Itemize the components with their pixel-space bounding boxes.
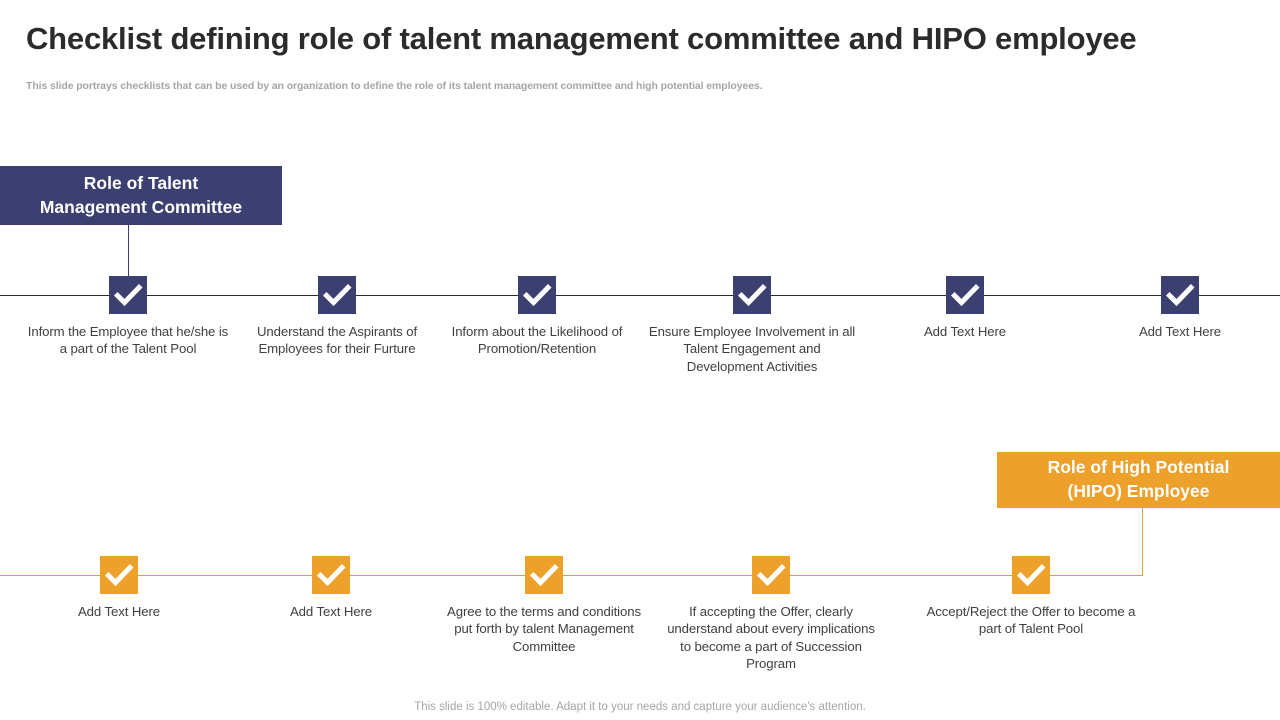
checklist-node-label: Add Text Here <box>923 324 1007 339</box>
check-square-icon[interactable] <box>1012 556 1050 594</box>
committee-banner-connector <box>128 225 129 281</box>
checklist-node[interactable]: Ensure Employee Involvement in all Talen… <box>647 276 857 375</box>
checklist-node-label: Add Text Here <box>289 604 373 619</box>
check-square-icon[interactable] <box>312 556 350 594</box>
section-banner-hipo: Role of High Potential (HIPO) Employee <box>997 452 1280 508</box>
footer-note: This slide is 100% editable. Adapt it to… <box>414 701 866 713</box>
check-square-icon[interactable] <box>733 276 771 314</box>
checklist-node[interactable]: Inform about the Likelihood of Promotion… <box>432 276 642 358</box>
section-banner-committee: Role of Talent Management Committee <box>0 166 282 225</box>
banner-hipo-line1: Role of High Potential <box>1047 457 1230 478</box>
checklist-node[interactable]: Accept/Reject the Offer to become a part… <box>926 556 1136 638</box>
checklist-node-label: Inform the Employee that he/she is a par… <box>27 324 229 357</box>
checklist-node[interactable]: Understand the Aspirants of Employees fo… <box>232 276 442 358</box>
checklist-node[interactable]: Add Text Here <box>1075 276 1280 340</box>
checklist-node-label: Inform about the Likelihood of Promotion… <box>451 324 623 357</box>
checklist-node-label: Ensure Employee Involvement in all Talen… <box>648 324 856 374</box>
checklist-node-label: Accept/Reject the Offer to become a part… <box>926 604 1136 637</box>
checklist-node-label: Add Text Here <box>1138 324 1222 339</box>
checklist-node[interactable]: Add Text Here <box>14 556 224 620</box>
check-square-icon[interactable] <box>518 276 556 314</box>
check-square-icon[interactable] <box>109 276 147 314</box>
committee-timeline-axis <box>0 295 1280 296</box>
hipo-banner-connector <box>1142 508 1143 576</box>
checklist-node[interactable]: Agree to the terms and conditions put fo… <box>439 556 649 655</box>
check-square-icon[interactable] <box>1161 276 1199 314</box>
checklist-node[interactable]: Inform the Employee that he/she is a par… <box>23 276 233 358</box>
checklist-node-label: Understand the Aspirants of Employees fo… <box>256 324 418 357</box>
checklist-node[interactable]: If accepting the Offer, clearly understa… <box>666 556 876 673</box>
check-square-icon[interactable] <box>946 276 984 314</box>
checklist-node-label: Add Text Here <box>77 604 161 619</box>
checklist-node[interactable]: Add Text Here <box>860 276 1070 340</box>
hipo-timeline-axis <box>0 575 1143 576</box>
banner-hipo-line2: (HIPO) Employee <box>1067 481 1210 501</box>
checklist-node-label: If accepting the Offer, clearly understa… <box>667 604 875 672</box>
check-square-icon[interactable] <box>752 556 790 594</box>
check-square-icon[interactable] <box>100 556 138 594</box>
checklist-node[interactable]: Add Text Here <box>226 556 436 620</box>
check-square-icon[interactable] <box>525 556 563 594</box>
check-square-icon[interactable] <box>318 276 356 314</box>
checklist-node-label: Agree to the terms and conditions put fo… <box>447 604 641 654</box>
banner-committee-line2: Management Committee <box>39 196 243 217</box>
page-title: Checklist defining role of talent manage… <box>26 21 1137 56</box>
page-subtitle: This slide portrays checklists that can … <box>26 80 763 92</box>
banner-committee-line1: Role of Talent <box>83 172 199 193</box>
